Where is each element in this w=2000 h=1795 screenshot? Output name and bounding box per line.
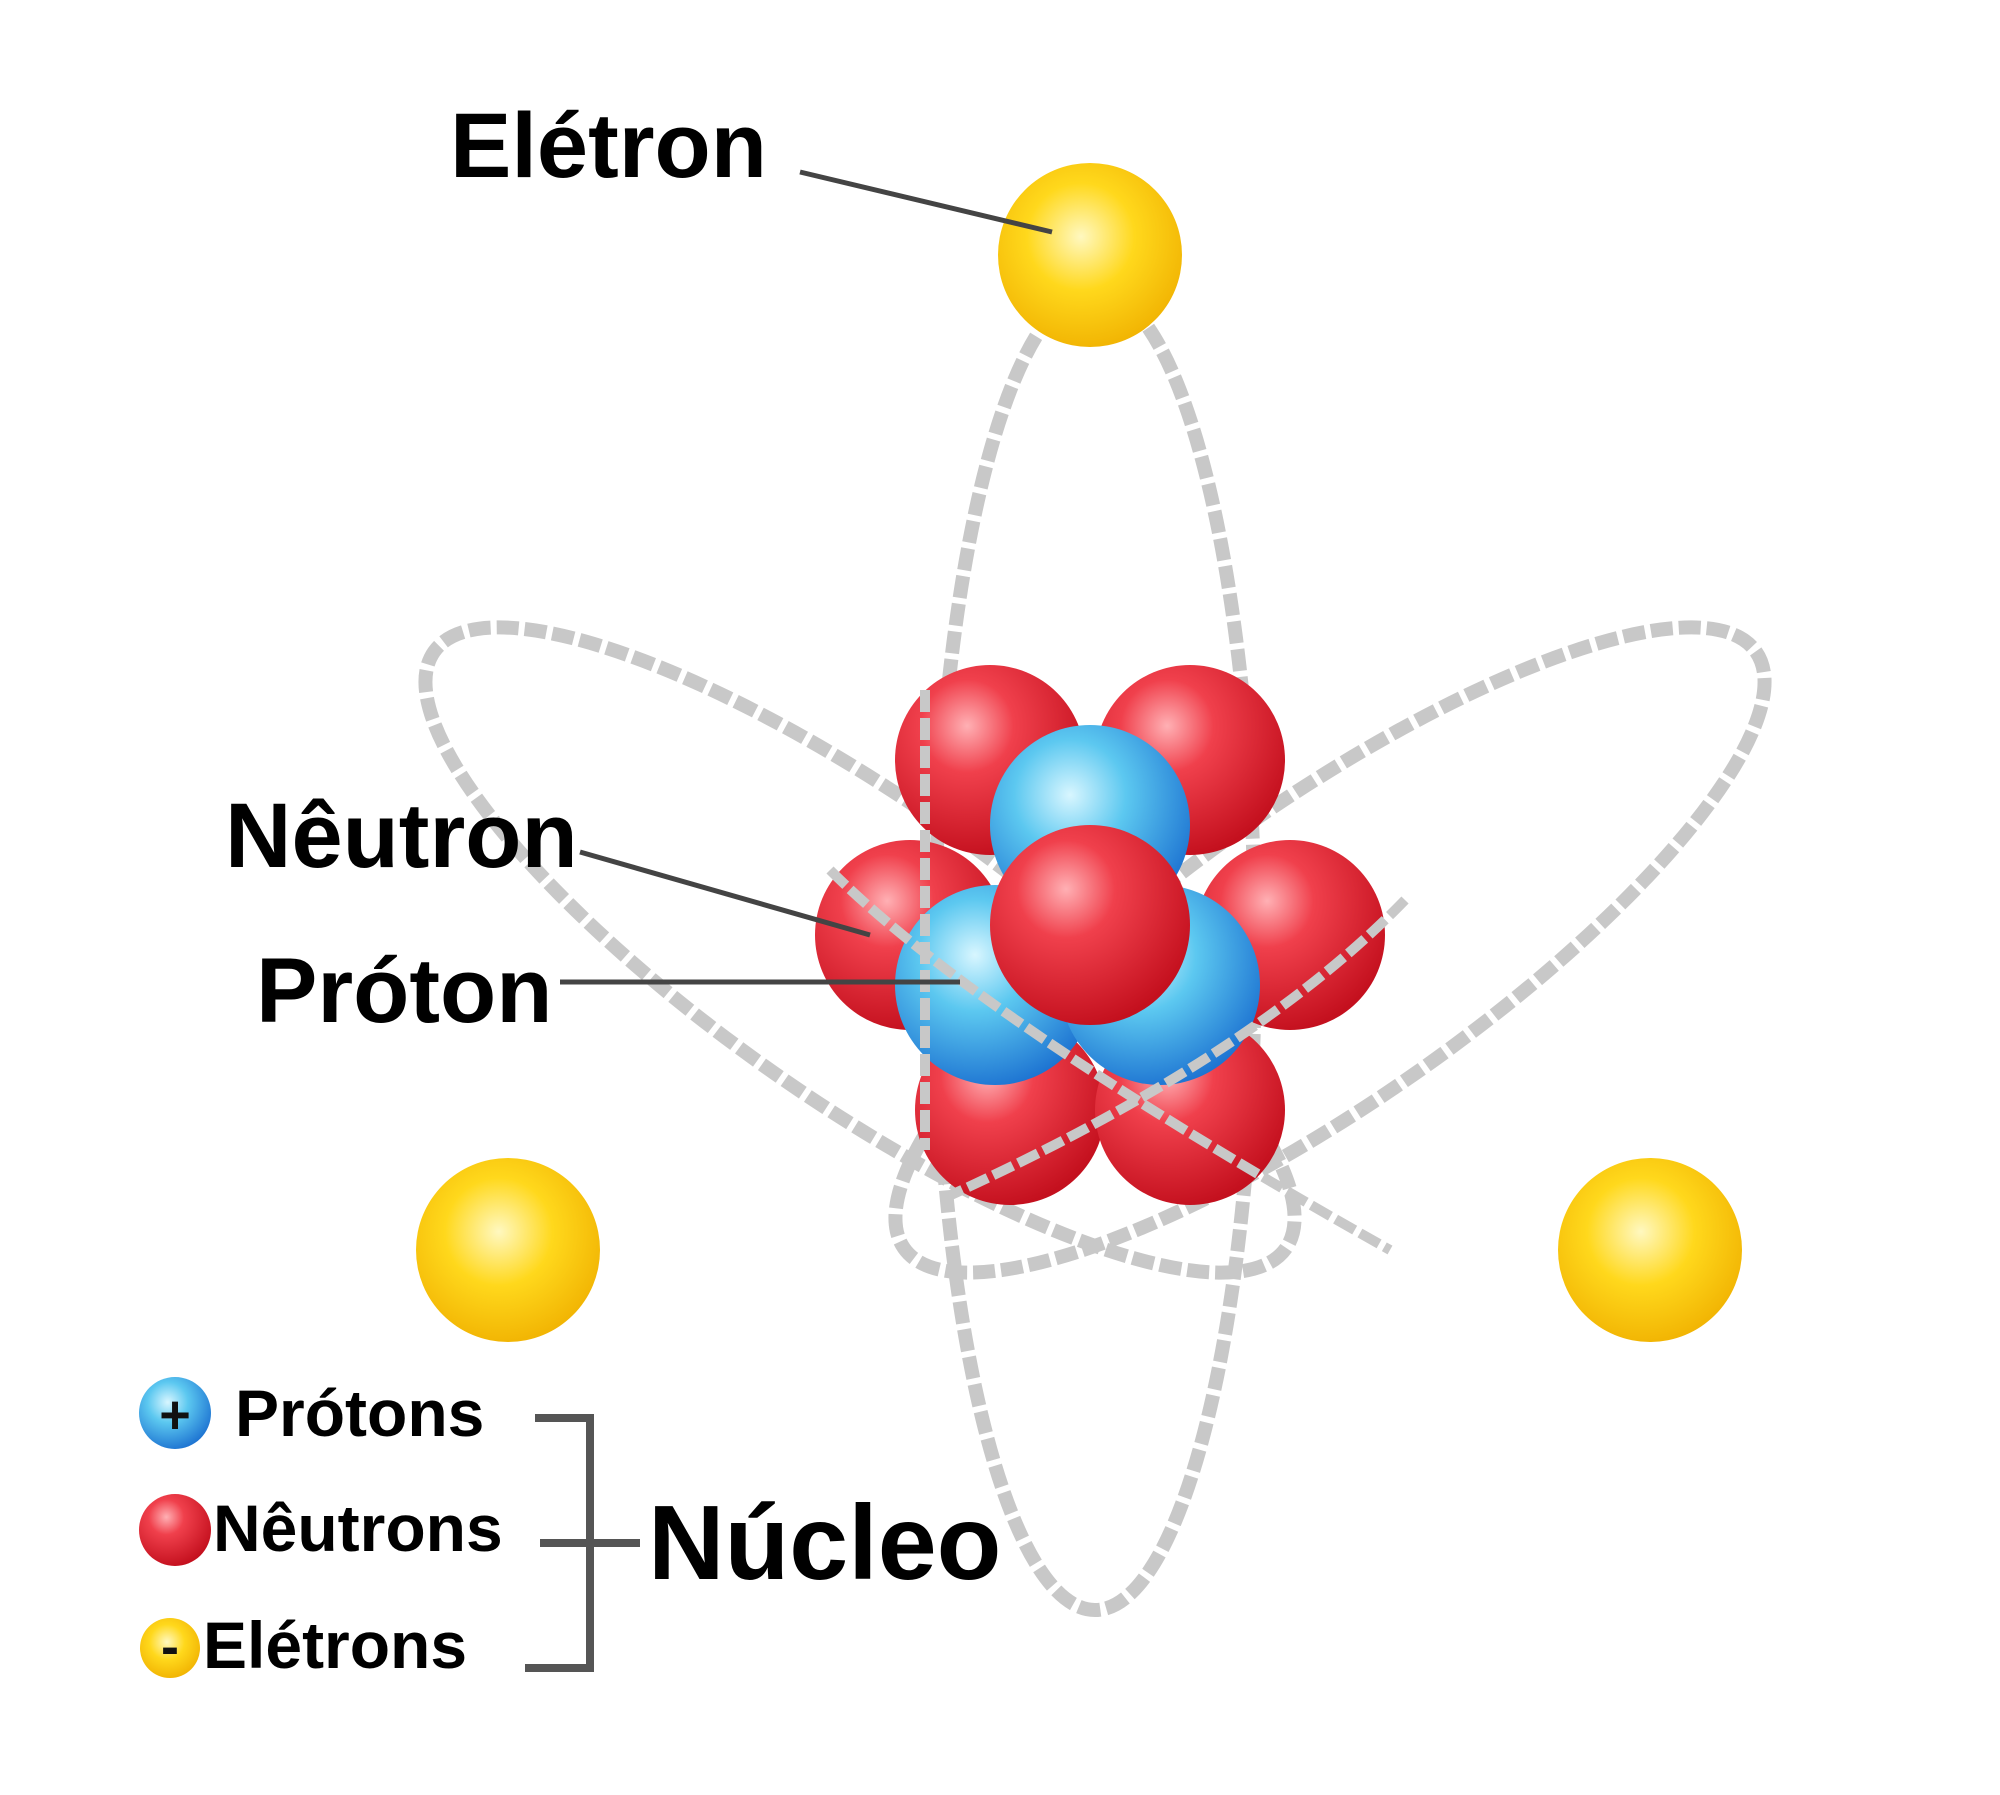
legend-icons: + - bbox=[139, 1377, 211, 1678]
electron-ball-right bbox=[1558, 1158, 1742, 1342]
leader-lines bbox=[560, 169, 1053, 985]
orbits-front bbox=[826, 690, 1409, 1255]
electrons bbox=[416, 163, 1742, 1342]
legend-neutrons-label: Nêutrons bbox=[213, 1491, 503, 1565]
nucleus-bracket bbox=[525, 1414, 640, 1672]
legend-electron-symbol: - bbox=[161, 1617, 179, 1677]
legend-protons-label: Prótons bbox=[235, 1376, 485, 1450]
legend-proton-symbol: + bbox=[159, 1385, 191, 1445]
nucleus-label: Núcleo bbox=[648, 1484, 1002, 1602]
electron-ball-top bbox=[998, 163, 1182, 347]
leader-line-electron bbox=[799, 169, 1053, 235]
neutron-label: Nêutron bbox=[225, 785, 578, 887]
proton-label: Próton bbox=[256, 940, 553, 1042]
electron-ball-left bbox=[416, 1158, 600, 1342]
legend-neutron-icon bbox=[139, 1494, 211, 1566]
leader-line-neutron bbox=[579, 849, 871, 938]
neutron-ball bbox=[990, 825, 1190, 1025]
electron-label: Elétron bbox=[450, 95, 767, 197]
legend-electron-icon: - bbox=[140, 1617, 200, 1678]
nucleus bbox=[815, 665, 1385, 1205]
legend-proton-icon: + bbox=[139, 1377, 211, 1449]
legend-electrons-label: Elétrons bbox=[203, 1608, 468, 1682]
